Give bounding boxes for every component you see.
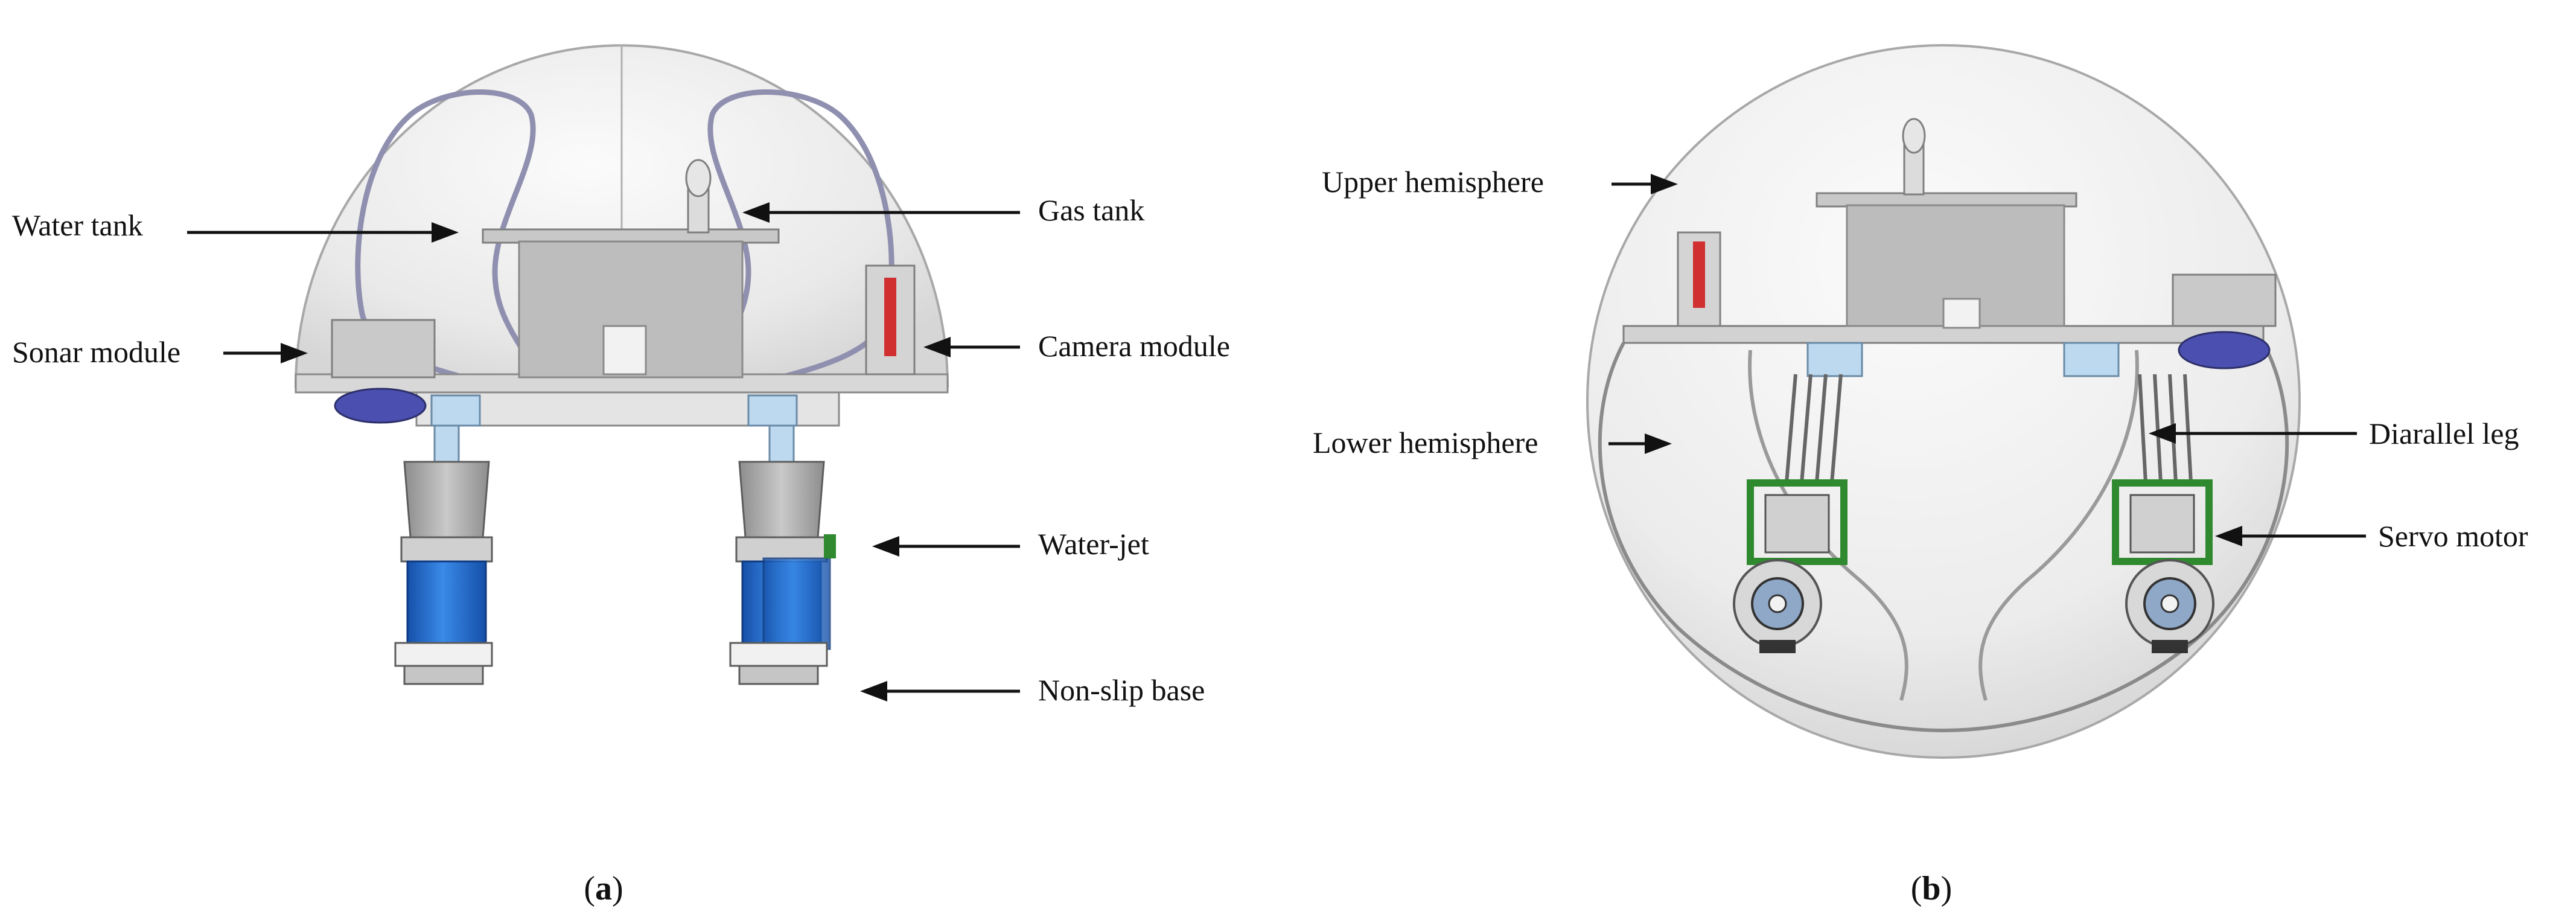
sphere-body xyxy=(1586,44,2301,759)
connector-right-a xyxy=(747,394,798,427)
arrow-water-jet xyxy=(872,536,1020,557)
sonar-housing-a xyxy=(331,319,436,379)
tank-window-b xyxy=(1942,298,1981,329)
label-upper-hemisphere: Upper hemisphere xyxy=(1322,165,1544,199)
connector-right-b xyxy=(2063,342,2120,377)
caption-b: (b) xyxy=(1911,870,1952,907)
gas-tank-window xyxy=(602,325,647,375)
label-servo-motor: Servo motor xyxy=(2378,519,2528,553)
arrow-water-tank xyxy=(187,222,459,243)
arrow-sonar-module xyxy=(223,343,308,363)
caption-a-letter: a xyxy=(595,870,612,907)
arrow-upper-hemisphere xyxy=(1612,174,1678,194)
panel-b: Upper hemisphere Lower hemisphere Diaral… xyxy=(1313,44,2528,759)
equator-plate xyxy=(1622,325,2265,344)
water-jet-left xyxy=(394,424,493,685)
connector-left-b xyxy=(1806,342,1863,377)
sonar-lens-a xyxy=(334,388,427,424)
leg-right xyxy=(2112,374,2214,653)
arrow-camera-module xyxy=(923,337,1020,357)
label-water-tank: Water tank xyxy=(12,208,143,242)
sonar-housing-b xyxy=(2172,273,2277,327)
gas-tank-valve-top xyxy=(685,159,712,197)
leg-left xyxy=(1733,374,1848,653)
label-diarallel-leg: Diarallel leg xyxy=(2369,417,2519,450)
label-sonar-module: Sonar module xyxy=(12,335,180,369)
label-non-slip-base: Non-slip base xyxy=(1038,673,1205,707)
label-water-jet: Water-jet xyxy=(1038,527,1149,561)
arrow-non-slip-base xyxy=(860,681,1020,701)
connector-left-a xyxy=(430,394,481,427)
label-lower-hemisphere: Lower hemisphere xyxy=(1313,426,1538,459)
label-camera-module: Camera module xyxy=(1038,329,1230,363)
caption-a: (a) xyxy=(584,870,623,907)
lower-hemisphere-shell xyxy=(1598,342,2289,733)
sonar-lens-b xyxy=(2178,331,2271,369)
arrow-lower-hemisphere xyxy=(1608,433,1672,454)
lower-shell-inner-right xyxy=(1978,350,2139,701)
arrow-gas-tank xyxy=(742,202,1020,223)
label-gas-tank: Gas tank xyxy=(1038,193,1144,227)
arrow-diarallel-leg xyxy=(2149,423,2357,444)
tank-valve-top-b xyxy=(1902,118,1926,154)
panel-a: Water tank Gas tank Sonar module Camera … xyxy=(12,44,1230,707)
water-jet-right xyxy=(729,424,836,685)
camera-lens-a xyxy=(884,278,896,356)
camera-lens-b xyxy=(1693,241,1705,308)
caption-b-letter: b xyxy=(1922,870,1940,907)
arrow-servo-motor xyxy=(2215,526,2366,546)
